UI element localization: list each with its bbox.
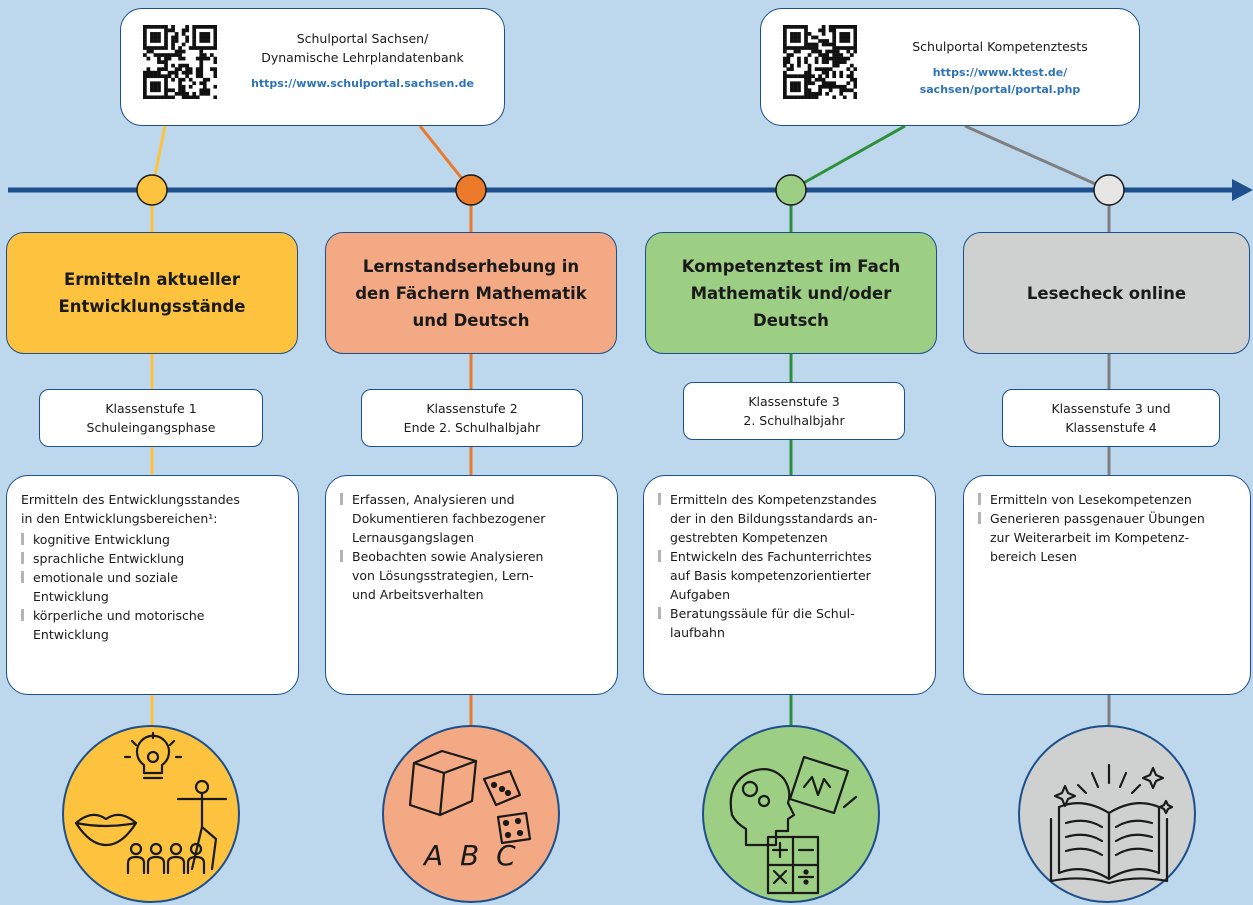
cube-dice-abc-icon: A B C [382, 725, 560, 903]
portal-url-link[interactable]: https://www.ktest.de/ sachsen/portal/por… [919, 66, 1081, 96]
portal-title: Schulportal Sachsen/ Dynamische Lehrplan… [261, 31, 464, 65]
portal-title: Schulportal Kompetenztests [912, 39, 1088, 54]
abc-icon-text: A B C [424, 839, 520, 872]
description-bullet: Ermitteln des Kompetenzstandes der in de… [658, 490, 919, 547]
stage-title-lernstandserhebung: Lernstandserhebung in den Fächern Mathem… [325, 232, 617, 354]
portal-connector-line [964, 124, 1110, 192]
open-book-icon [1018, 725, 1196, 903]
klasse-box: Klassenstufe 3 2. Schulhalbjahr [683, 382, 905, 440]
description-bullet: kognitive Entwicklung [21, 530, 282, 549]
portal-card-schulportal-sachsen[interactable]: Schulportal Sachsen/ Dynamische Lehrplan… [120, 8, 505, 126]
development-icon [62, 725, 240, 903]
description-bullet: Beobachten sowie Analysieren von Lösungs… [340, 547, 601, 604]
description-bullet: Ermitteln von Lesekompetenzen [978, 490, 1234, 509]
description-bullet: sprachliche Entwicklung [21, 549, 282, 568]
description-box: Erfassen, Analysieren und Dokumentieren … [325, 475, 618, 695]
timeline-node [136, 174, 168, 206]
description-bullet: Beratungssäule für die Schul- laufbahn [658, 604, 919, 642]
stage-title-entwicklungsstaende: Ermitteln aktueller Entwicklungsstände [6, 232, 298, 354]
klasse-box: Klassenstufe 1 Schuleingangsphase [39, 389, 263, 447]
description-bullet: körperliche und motorische Entwicklung [21, 606, 282, 644]
stage-title-kompetenztest: Kompetenztest im Fach Mathematik und/ode… [645, 232, 937, 354]
portal-card-kompetenztests[interactable]: Schulportal Kompetenztests https://www.k… [760, 8, 1140, 126]
description-intro: Ermitteln des Entwicklungsstandes in den… [21, 492, 240, 526]
description-bullet: Entwickeln des Fachunterrichtes auf Basi… [658, 547, 919, 604]
qr-code-icon [783, 25, 857, 99]
stage-title-lesecheck: Lesecheck online [963, 232, 1250, 354]
description-box: Ermitteln von Lesekompetenzen Generieren… [963, 475, 1251, 695]
portal-url-link[interactable]: https://www.schulportal.sachsen.de [251, 77, 474, 90]
klasse-box: Klassenstufe 2 Ende 2. Schulhalbjahr [361, 389, 583, 447]
portal-connector-line [790, 124, 906, 192]
head-tablet-calculator-icon [702, 725, 880, 903]
timeline-arrowhead [1232, 179, 1253, 201]
description-box: Ermitteln des Kompetenzstandes der in de… [643, 475, 936, 695]
timeline-node [1093, 174, 1125, 206]
timeline-node [775, 174, 807, 206]
description-bullet: Erfassen, Analysieren und Dokumentieren … [340, 490, 601, 547]
description-box: Ermitteln des Entwicklungsstandes in den… [6, 475, 299, 695]
description-bullet: emotionale und soziale Entwicklung [21, 568, 282, 606]
klasse-box: Klassenstufe 3 und Klassenstufe 4 [1002, 389, 1220, 447]
qr-code-icon [143, 25, 217, 99]
timeline-node [455, 174, 487, 206]
description-bullet: Generieren passgenauer Übungen zur Weite… [978, 509, 1234, 566]
